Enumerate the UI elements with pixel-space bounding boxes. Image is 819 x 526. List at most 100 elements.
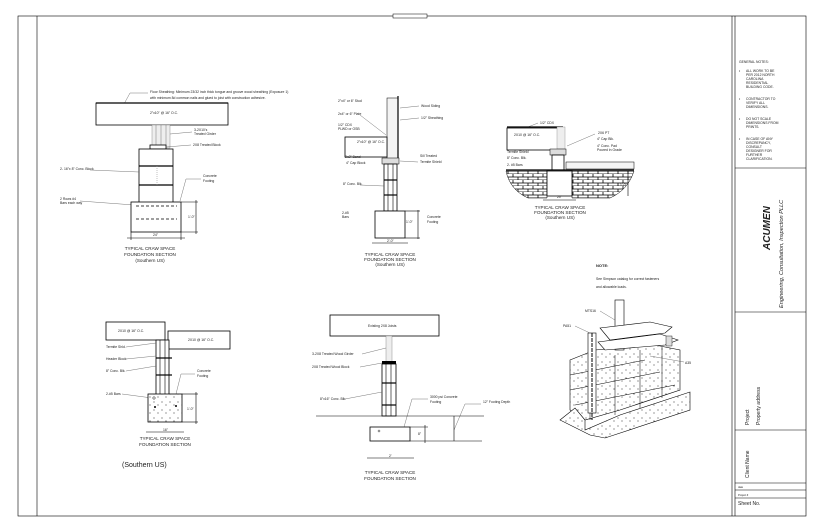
bars-label: 2- #5 Bars bbox=[507, 163, 523, 167]
a35-clip-label: A35 bbox=[685, 361, 691, 365]
bars-label: 2-#5 Bars bbox=[106, 392, 121, 396]
height-dimension: 1'-0" bbox=[187, 407, 195, 411]
joists-label: Existing 2X8 Joists bbox=[368, 324, 397, 328]
detail-caption: TYPICAL CRAW SPACE bbox=[125, 246, 176, 251]
band-label: 2x2" Band bbox=[345, 155, 361, 159]
general-note-line: PER 2012 NORTH bbox=[746, 73, 775, 77]
rebar-label: 2 Rows #4 bbox=[60, 197, 76, 201]
footing-label-2: Footing bbox=[427, 220, 438, 224]
cdx-label: 1/2" CDX bbox=[540, 121, 555, 125]
region-label: (Southern US) bbox=[122, 462, 167, 469]
cap-block-label: 4" Cap Blk. bbox=[597, 137, 614, 141]
pad-label: 4" Conc. Pad bbox=[597, 144, 617, 148]
detail-caption: TYPICAL CRAW SPACE bbox=[140, 436, 191, 441]
company-logo: ACUMEN bbox=[762, 205, 773, 251]
detail-caption-3: (Southern US) bbox=[545, 215, 575, 220]
height-dimension: 1'-0" bbox=[620, 183, 628, 187]
sheathing-label: 1/2" Sheathing bbox=[421, 116, 443, 120]
general-note-line: CONTRACTOR TO bbox=[746, 97, 776, 101]
detail-caption-2: FOUNDATION SECTION bbox=[124, 252, 176, 257]
termite-label: Termite Shld. bbox=[106, 345, 126, 349]
general-note-line: CLARIFICATION. bbox=[746, 157, 773, 161]
siding-label: Wood Siding bbox=[421, 104, 440, 108]
detail-4-pier-section: 2X10 @ 16" O.C. 2X10 @ 16" O.C. Termite … bbox=[105, 321, 231, 469]
cdx-label: 1/2" CDX bbox=[338, 123, 353, 127]
footing-label: Concrete bbox=[203, 174, 217, 178]
joist-label: 2"x10" @ 16" O.C. bbox=[150, 111, 178, 115]
note-bullet: • bbox=[739, 117, 741, 121]
detail-3-pad-section: 1/2" CDX 2X10 @ 16" O.C. 2X6 PT 4" Cap B… bbox=[505, 121, 635, 220]
detail-caption-2: FOUNDATION SECTION bbox=[364, 257, 416, 262]
width-dimension: 24" bbox=[153, 233, 159, 237]
general-note-line: CONSULT bbox=[746, 145, 762, 149]
general-note-line: DESIGNER FOR bbox=[746, 149, 772, 153]
general-note-line: ALL WORK TO BE bbox=[746, 69, 775, 73]
girder-label-2: Treated Girder bbox=[194, 132, 217, 136]
detail-caption-2: FOUNDATION SECTION bbox=[139, 442, 191, 447]
joist-right-label: 2X10 @ 16" O.C. bbox=[188, 338, 214, 342]
width-dimension: 2' bbox=[389, 454, 392, 458]
general-note-line: FURTHER bbox=[746, 153, 763, 157]
stud-label: 2"x4" or 6" Stud bbox=[338, 99, 362, 103]
note-bullet: • bbox=[739, 137, 741, 141]
detail-1-crawspace-section: Floor Sheathing: Minimum 23/32 inch thic… bbox=[60, 90, 288, 263]
footing-label-2: Footing bbox=[203, 179, 214, 183]
general-note-line: DO NOT SCALE bbox=[746, 117, 772, 121]
height-dimension: 8" bbox=[418, 432, 422, 436]
footing-depth-label: 12" Footing Depth bbox=[483, 400, 510, 404]
footing-label: 3000 psi Concrete bbox=[430, 395, 458, 399]
project-number-label: Project # bbox=[738, 493, 749, 497]
termite-label: Termite Shield bbox=[420, 160, 442, 164]
joist-left-label: 2X10 @ 16" O.C. bbox=[118, 329, 144, 333]
girder-label: 3-2X10's bbox=[194, 128, 208, 132]
width-dimension: 2'-0" bbox=[387, 239, 395, 243]
sill-label: 2X6 PT bbox=[598, 131, 609, 135]
detail-6-connector-isometric: NOTE: See Simpson catalog for correct fa… bbox=[559, 263, 691, 439]
general-note-line: DIMENSIONS FROM bbox=[746, 121, 779, 125]
general-note-line: DIMENSIONS. bbox=[746, 105, 768, 109]
company-subtitle: Engineering, Consultation, Inspection PL… bbox=[779, 199, 785, 308]
mts-connector-label: MTS16 bbox=[585, 309, 596, 313]
general-notes-title: GENERAL NOTES: bbox=[739, 60, 769, 64]
girder-label: 3-2X8 Treated Wood Girder bbox=[312, 352, 354, 356]
sheathing-note-2: with minimum 8d common nails and glued t… bbox=[150, 96, 266, 100]
detail-5-pier-section: Existing 2X8 Joists 3-2X8 Treated Wood G… bbox=[312, 314, 510, 481]
top-center-mark bbox=[392, 13, 428, 19]
rebar-label-2: Bars each way bbox=[60, 201, 83, 205]
cap-block-label: 4" Cap Block bbox=[346, 161, 366, 165]
height-dimension: 1'-0" bbox=[406, 220, 414, 224]
pa-strap-label: PA51 bbox=[563, 324, 571, 328]
note-text-2: and allowable loads. bbox=[596, 285, 627, 289]
detail-caption-3: (Southern US) bbox=[375, 262, 405, 267]
header-block-label: Header Block bbox=[106, 357, 127, 361]
note-title: NOTE: bbox=[596, 263, 608, 268]
joist-label: 2X10 @ 16" O.C. bbox=[514, 133, 540, 137]
block-label: 2X8 Treated Wood Block bbox=[312, 365, 350, 369]
note-bullet: • bbox=[739, 97, 741, 101]
cdx-label-2: PLWD or OSB bbox=[338, 127, 360, 131]
conc-block-label: 8" Conc. Blk. bbox=[343, 182, 363, 186]
property-address: Property address bbox=[756, 386, 762, 425]
bars-label-2: Bars bbox=[342, 215, 349, 219]
block-label: 2X8 Treated Block bbox=[193, 143, 221, 147]
date-label: date bbox=[738, 485, 744, 489]
general-note-line: RESIDENTIAL bbox=[746, 81, 768, 85]
footing-label-2: Footing bbox=[430, 400, 441, 404]
sheathing-note: Floor Sheathing: Minimum 23/32 inch thic… bbox=[150, 90, 288, 94]
width-dimension: 16" bbox=[163, 428, 169, 432]
plate-label: 2x4" or 6" Plate bbox=[338, 112, 361, 116]
pad-label-2: Poured in Grade bbox=[597, 148, 622, 152]
height-dimension: 1'-0" bbox=[188, 215, 196, 219]
termite-label: Termite Shield bbox=[507, 150, 529, 154]
detail-caption-2: FOUNDATION SECTION bbox=[364, 476, 416, 481]
detail-caption-3: (Southern US) bbox=[135, 258, 165, 263]
conc-block-label: 2- 16"x 8" Conc. Block bbox=[60, 167, 94, 171]
conc-block-label: 8" Conc. Blk. bbox=[507, 156, 527, 160]
footing-label-2: Footing bbox=[197, 374, 208, 378]
detail-2-wall-section: 2"x4" or 6" Stud 2x4" or 6" Plate 1/2" C… bbox=[338, 96, 443, 267]
detail-caption: TYPICAL CRAW SPACE bbox=[365, 252, 416, 257]
note-bullet: • bbox=[739, 69, 741, 73]
footing-label: Concrete bbox=[197, 369, 211, 373]
